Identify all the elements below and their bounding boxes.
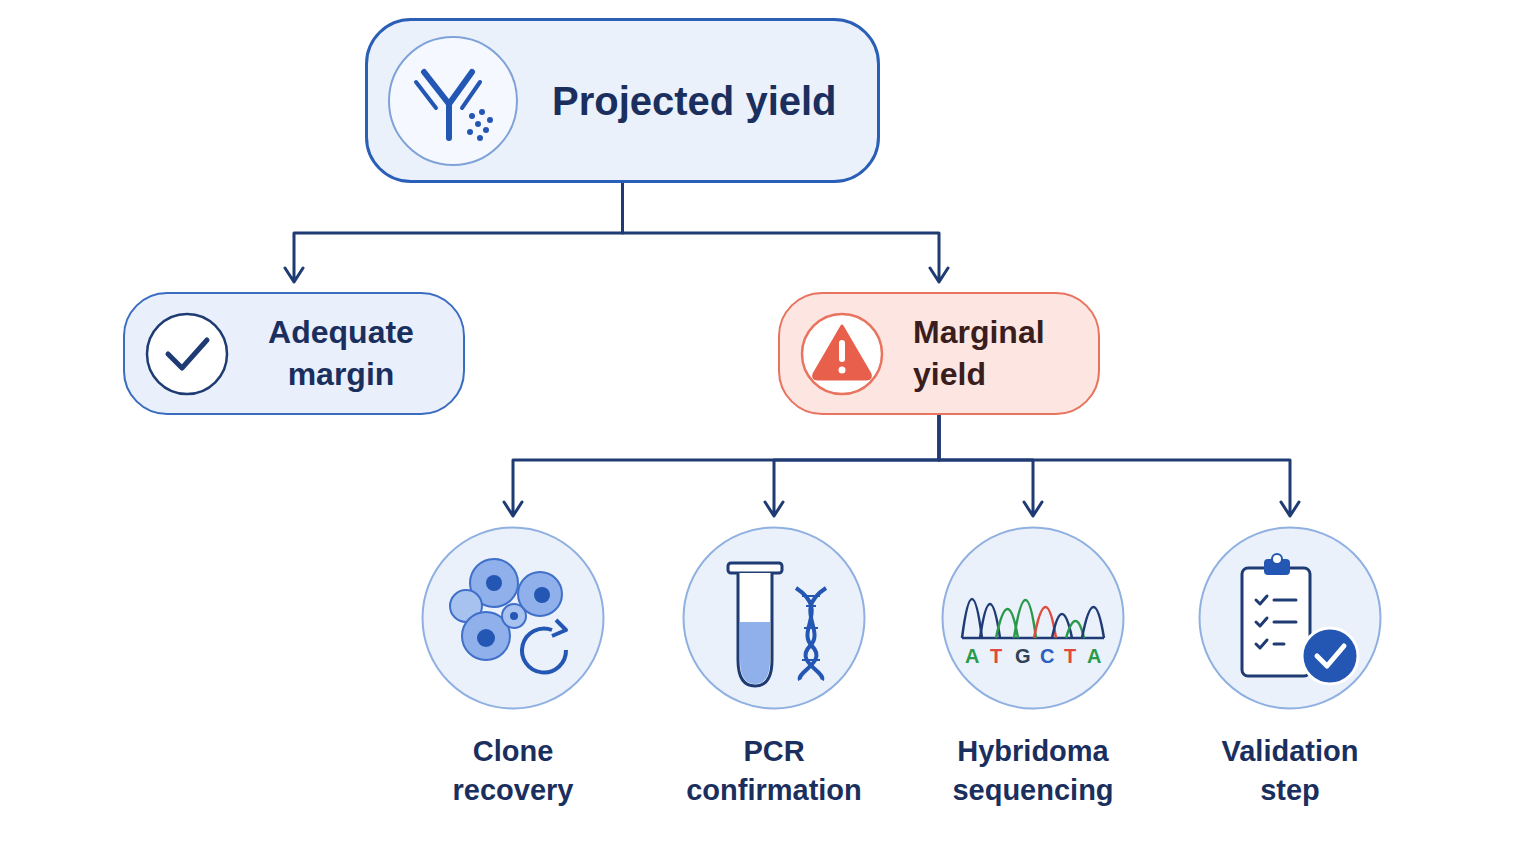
circle-shape bbox=[684, 528, 865, 709]
step-label: Clone recovery bbox=[373, 732, 653, 810]
outcome-box: Adequate margin bbox=[123, 292, 465, 415]
connector-arrow bbox=[939, 415, 1299, 516]
node-label: Adequate margin bbox=[241, 312, 441, 395]
connector-arrow bbox=[504, 415, 939, 516]
base-letter: A bbox=[965, 645, 979, 668]
connector-arrow bbox=[765, 415, 939, 516]
connector-line bbox=[504, 415, 939, 516]
connector-line bbox=[939, 415, 1042, 516]
connector-line bbox=[285, 183, 623, 282]
step-circle: PCR confirmation bbox=[682, 526, 866, 710]
step-circle: Clone recovery bbox=[421, 526, 605, 710]
base-letter: G bbox=[1015, 645, 1031, 668]
base-letter: T bbox=[990, 645, 1002, 668]
circle-outline bbox=[682, 526, 866, 710]
process-box: Projected yield bbox=[365, 18, 880, 183]
connector-line bbox=[939, 415, 1299, 516]
circle-outline bbox=[1198, 526, 1382, 710]
circle-shape bbox=[943, 528, 1124, 709]
connector-line bbox=[623, 183, 949, 282]
circle-shape bbox=[1200, 528, 1381, 709]
circle-shape bbox=[423, 528, 604, 709]
step-label: Validation step bbox=[1150, 732, 1430, 810]
step-circle: Validation step bbox=[1198, 526, 1382, 710]
base-letter: C bbox=[1040, 645, 1054, 668]
connector-arrow bbox=[285, 183, 623, 282]
connector-arrow bbox=[939, 415, 1042, 516]
node-label: Marginal yield bbox=[913, 312, 1083, 395]
step-label: Hybridoma sequencing bbox=[893, 732, 1173, 810]
warning-box: Marginal yield bbox=[778, 292, 1100, 415]
connector-line bbox=[765, 415, 939, 516]
connector-arrow bbox=[623, 183, 949, 282]
circle-outline bbox=[941, 526, 1125, 710]
circle-outline bbox=[421, 526, 605, 710]
node-label: Projected yield bbox=[552, 75, 837, 127]
step-circle: Hybridoma sequencing bbox=[941, 526, 1125, 710]
step-label: PCR confirmation bbox=[634, 732, 914, 810]
base-letter: A bbox=[1087, 645, 1101, 668]
base-letter: T bbox=[1064, 645, 1076, 668]
